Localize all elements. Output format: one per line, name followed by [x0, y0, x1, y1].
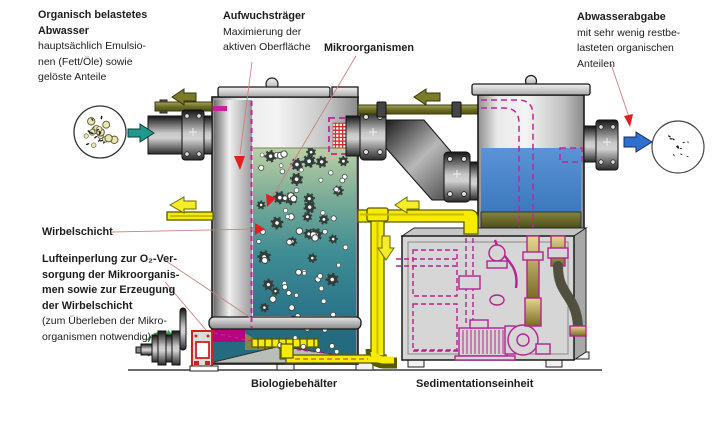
annotation-lines	[111, 55, 630, 331]
label-line: Lufteinperlung zur O₂-Ver-	[42, 253, 177, 265]
caption-bio-tank: Biologiebehälter	[251, 378, 338, 390]
top-connector	[331, 86, 359, 98]
sedimentation-tank	[471, 74, 619, 236]
label-line: Abwasserabgabe	[577, 11, 666, 23]
internal-piping-dashed	[481, 99, 583, 228]
label-line: Mikroorganismen	[324, 42, 414, 54]
carrier-pointer-icon	[234, 156, 245, 170]
aeration-pump	[135, 307, 219, 372]
label-line: gelöste Anteile	[38, 71, 107, 83]
label-outflow: Abwasserabgabe mit sehr wenig restbe- la…	[577, 10, 680, 72]
transfer-pipe	[345, 101, 483, 203]
inlet-pipes	[147, 99, 213, 161]
bio-tank	[208, 77, 374, 371]
label-line: Wirbelschicht	[42, 226, 113, 238]
outflow-arrow-icon	[623, 131, 653, 153]
tank-ring	[208, 316, 362, 330]
pump-skid	[396, 227, 590, 368]
label-line: nen (Fett/Öle) sowie	[38, 55, 133, 68]
clarified-water	[481, 148, 581, 212]
label-line: men sowie zur Erzeugung	[42, 284, 176, 296]
air-arrow-left-icon	[168, 196, 197, 214]
air-arrow-down-icon	[377, 235, 395, 261]
inflow-arrow-icon	[127, 123, 155, 143]
skid-piping-magenta	[396, 238, 551, 361]
label-line: sorgung der Mikroorganis-	[42, 268, 180, 281]
drain-hose	[553, 261, 583, 331]
label-microorganisms: Mikroorganismen	[324, 41, 414, 57]
label-line: Abwasser	[38, 24, 90, 37]
label-line: aktiven Oberfläche	[223, 41, 311, 53]
sed-tank-lid	[471, 83, 591, 96]
air-arrow-mid-icon	[394, 196, 420, 214]
air-piping	[166, 207, 479, 369]
microorganisms-pointer-icon	[266, 194, 276, 207]
label-aeration: Lufteinperlung zur O₂-Ver- sorgung der M…	[42, 252, 179, 345]
label-line: der Wirbelschicht	[42, 299, 133, 312]
vent-arrow-left-icon	[171, 88, 197, 106]
flow-arrows	[127, 88, 653, 261]
label-line: Maximierung der	[223, 25, 302, 38]
label-line: mit sehr wenig restbe-	[577, 26, 681, 39]
caption-sedimentation-unit: Sedimentationseinheit	[416, 378, 534, 390]
vent-arrow-mid-icon	[413, 88, 441, 106]
fluidized-bed-pointer-icon	[255, 223, 265, 235]
label-line: Anteilen	[577, 57, 615, 70]
pump-lever	[179, 307, 187, 351]
label-line: (zum Überleben der Mikro-	[42, 315, 167, 327]
bio-tank-lid	[217, 86, 331, 98]
raw-water-sample	[73, 105, 127, 159]
magenta-band	[213, 329, 245, 342]
label-fluidized-bed: Wirbelschicht	[42, 225, 113, 241]
carrier-column	[214, 100, 252, 329]
label-line: organismen notwendig)	[42, 330, 152, 343]
label-line: Organisch belastetes	[38, 9, 148, 21]
label-line: Aufwuchsträger	[223, 10, 306, 22]
outflow-pointer-icon	[624, 114, 633, 127]
annotation-arrowheads	[234, 114, 633, 235]
label-carrier: Aufwuchsträger Maximierung der aktiven O…	[223, 9, 311, 56]
clean-water-sample	[651, 120, 705, 174]
label-line: lasteten organischen	[577, 42, 674, 54]
label-line: hauptsächlich Emulsio-	[38, 40, 146, 52]
label-inflow: Organisch belastetes Abwasser hauptsächl…	[38, 8, 147, 86]
sediment-layer	[480, 211, 582, 230]
